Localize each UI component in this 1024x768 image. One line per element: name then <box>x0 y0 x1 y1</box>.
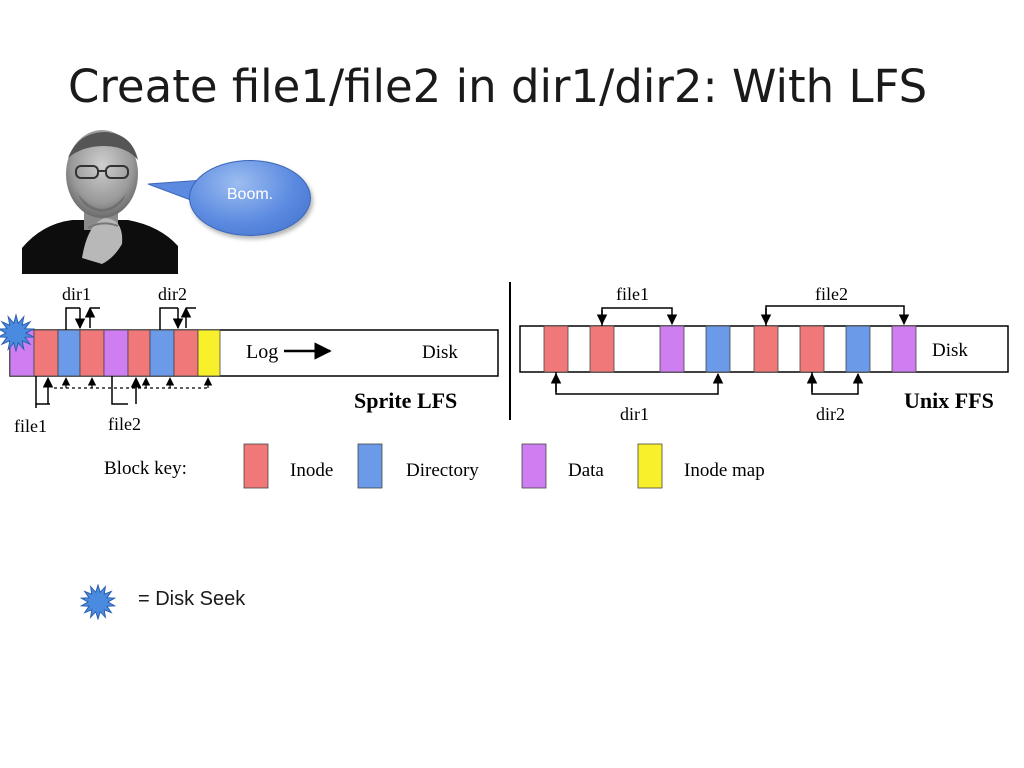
ffs-file2-label: file2 <box>815 284 848 304</box>
ffs-dir2-label: dir2 <box>816 404 845 424</box>
unix-ffs-diagram: file1 file2 dir1 dir2 Disk Unix FFS <box>519 284 1009 424</box>
lfs-dir2-label: dir2 <box>158 284 187 304</box>
lfs-log-label: Log <box>246 341 278 363</box>
block-key-label-inode_map: Inode map <box>684 460 765 481</box>
lfs-block-directory <box>57 329 81 377</box>
presenter-photo <box>22 128 178 274</box>
block-key-swatch-directory <box>357 443 383 489</box>
lfs-file1-label: file1 <box>14 416 47 436</box>
block-key-swatch-data <box>521 443 547 489</box>
slide-title: Create file1/file2 in dir1/dir2: With LF… <box>68 60 928 113</box>
ffs-block-directory <box>845 325 871 373</box>
lfs-disk-label: Disk <box>422 342 458 363</box>
block-key-label-directory: Directory <box>406 460 479 481</box>
block-key: Block key: Inode Directory Data Inode map <box>104 443 765 489</box>
sprite-lfs-label: Sprite LFS <box>354 388 457 413</box>
lfs-ffs-diagram: dir1 dir2 file1 file2 Log Disk Sprite LF… <box>0 282 1009 489</box>
ffs-disk-label: Disk <box>932 340 968 361</box>
block-key-label-inode: Inode <box>290 460 333 481</box>
speech-bubble: Boom. <box>189 160 311 236</box>
lfs-block-inode_map <box>197 329 221 377</box>
block-key-label-data: Data <box>568 460 604 481</box>
ffs-block-directory <box>705 325 731 373</box>
lfs-file2-label: file2 <box>108 414 141 434</box>
disk-seek-star-icon <box>0 313 36 353</box>
lfs-block-directory <box>149 329 175 377</box>
block-key-swatch-inode <box>243 443 269 489</box>
lfs-block-inode <box>127 329 151 377</box>
unix-ffs-label: Unix FFS <box>904 388 994 413</box>
lfs-block-inode <box>173 329 199 377</box>
lfs-block-inode <box>33 329 59 377</box>
block-key-items: Inode Directory Data Inode map <box>243 443 765 489</box>
speech-bubble-text: Boom. <box>226 186 274 203</box>
lfs-block-data <box>103 329 129 377</box>
ffs-block-data <box>659 325 685 373</box>
block-key-swatch-inode_map <box>637 443 663 489</box>
disk-seek-legend-icon <box>80 584 116 620</box>
ffs-block-data <box>891 325 917 373</box>
disk-seek-legend-label: = Disk Seek <box>138 588 246 610</box>
ffs-block-inode <box>799 325 825 373</box>
ffs-block-inode <box>589 325 615 373</box>
lfs-block-group <box>9 329 221 377</box>
lfs-block-inode <box>79 329 105 377</box>
ffs-dir1-label: dir1 <box>620 404 649 424</box>
ffs-block-inode <box>543 325 569 373</box>
ffs-block-inode <box>753 325 779 373</box>
ffs-block-group <box>543 325 917 373</box>
block-key-title: Block key: <box>104 458 187 479</box>
lfs-dir1-label: dir1 <box>62 284 91 304</box>
ffs-file1-label: file1 <box>616 284 649 304</box>
sprite-lfs-diagram: dir1 dir2 file1 file2 Log Disk Sprite LF… <box>0 284 499 436</box>
